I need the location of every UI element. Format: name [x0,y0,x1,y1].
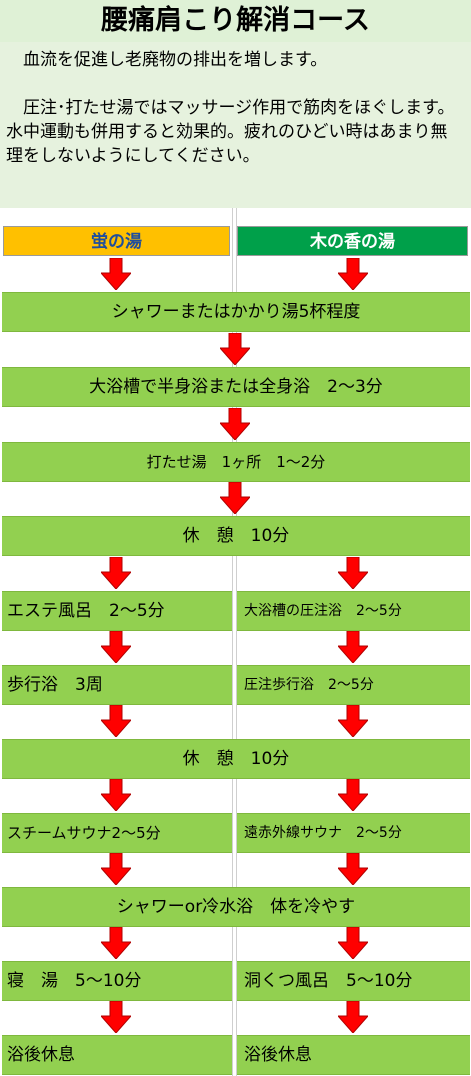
down-arrow-icon [220,333,250,365]
step-after-bath-rest-right: 浴後休息 [237,1035,470,1075]
step-cold-shower: シャワーor冷水浴 体を冷やす [2,887,470,927]
down-arrow-icon [338,258,368,290]
step-este-bath: エステ風呂 2～5分 [2,591,232,631]
column-divider-left [232,208,233,1076]
down-arrow-icon [101,705,131,737]
down-arrow-icon [338,927,368,959]
page-title: 腰痛肩こり解消コース [0,0,471,42]
down-arrow-icon [101,927,131,959]
column-header-hotaru: 蛍の湯 [3,226,230,256]
down-arrow-icon [101,1001,131,1033]
down-arrow-icon [338,1001,368,1033]
down-arrow-icon [338,705,368,737]
step-pressure-walking-bath: 圧注歩行浴 2～5分 [237,665,470,705]
step-utaseyu: 打たせ湯 1ヶ所 1～2分 [2,442,470,482]
down-arrow-icon [101,631,131,663]
column-header-kinoka: 木の香の湯 [237,226,468,256]
step-main-bath: 大浴槽で半身浴または全身浴 2～3分 [2,367,470,407]
down-arrow-icon [220,408,250,440]
step-after-bath-rest-left: 浴後休息 [2,1035,232,1075]
down-arrow-icon [101,853,131,885]
down-arrow-icon [338,557,368,589]
step-pressure-bath: 大浴槽の圧注浴 2～5分 [237,591,470,631]
step-rest-2: 休 憩 10分 [2,739,470,779]
down-arrow-icon [338,853,368,885]
intro-text: 血流を促進し老廃物の排出を増します。 圧注･打たせ湯ではマッサージ作用で筋肉をほ… [0,42,471,208]
step-cave-bath: 洞くつ風呂 5～10分 [237,961,470,1001]
down-arrow-icon [101,557,131,589]
step-shower: シャワーまたはかかり湯5杯程度 [2,292,470,332]
step-rest-1: 休 憩 10分 [2,516,470,556]
step-walking-bath: 歩行浴 3周 [2,665,232,705]
column-divider-right [236,208,237,1076]
intro-paragraph-2: 圧注･打たせ湯ではマッサージ作用で筋肉をほぐします。水中運動も併用すると効果的。… [6,98,455,166]
down-arrow-icon [338,779,368,811]
down-arrow-icon [101,258,131,290]
step-far-infrared-sauna: 遠赤外線サウナ 2～5分 [237,813,470,853]
step-neyu: 寝 湯 5～10分 [2,961,232,1001]
down-arrow-icon [101,779,131,811]
intro-paragraph-1: 血流を促進し老廃物の排出を増します。 [6,50,328,70]
down-arrow-icon [220,482,250,514]
down-arrow-icon [338,631,368,663]
step-steam-sauna: スチームサウナ2～5分 [2,813,232,853]
